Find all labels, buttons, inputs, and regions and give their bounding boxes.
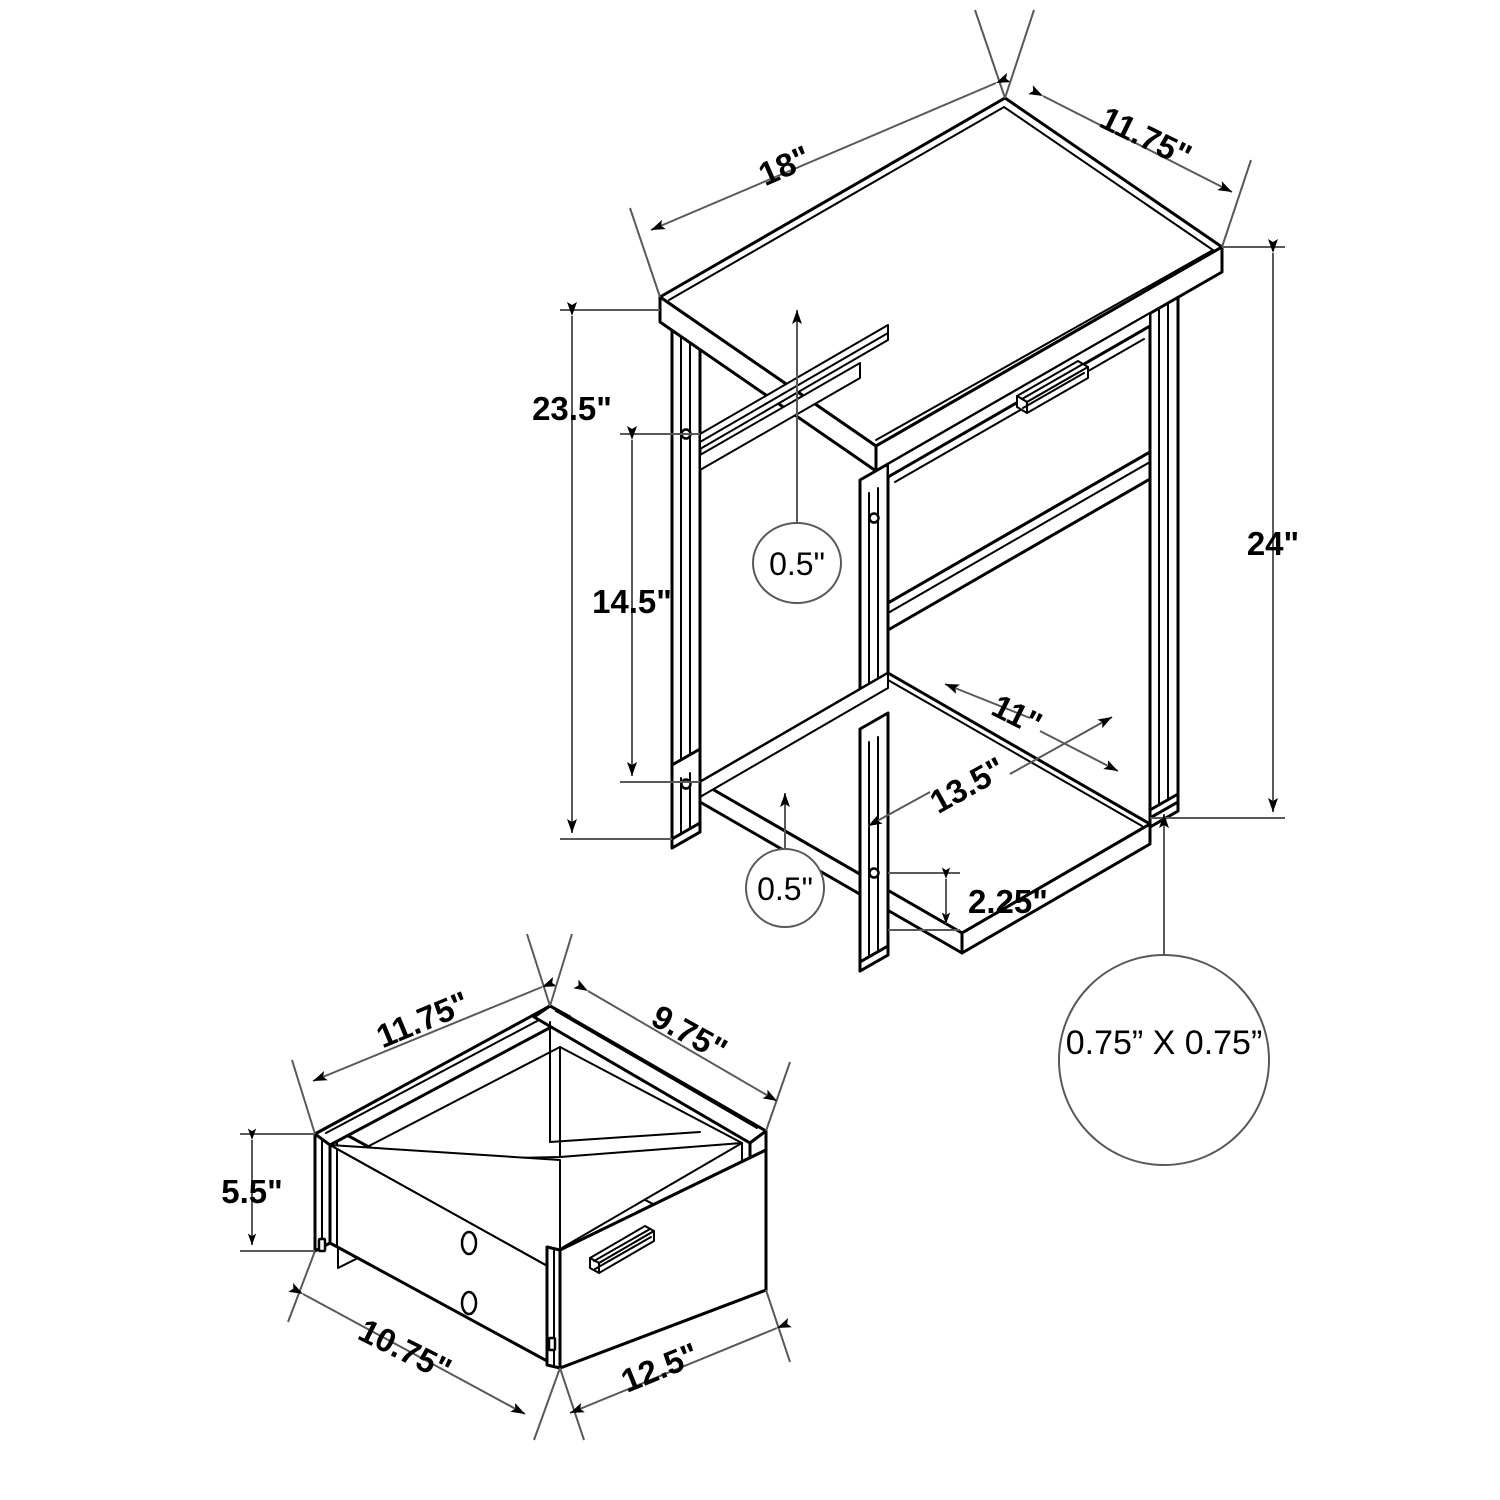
- dim-label-12-5: 12.5": [616, 1335, 704, 1399]
- leg-front-left-overlay: [858, 711, 890, 973]
- dim-label-11-75-drawer: 11.75": [371, 984, 474, 1055]
- drawer-pull-handle: [1016, 360, 1089, 414]
- dim-shelf-height-14-5: 14.5": [592, 426, 700, 783]
- balloon-label-leg-section: 0.75” X 0.75”: [1066, 1024, 1263, 1062]
- balloon-top-thickness: 0.5": [752, 310, 842, 604]
- balloon-leg-section: 0.75” X 0.75”: [1058, 814, 1270, 1166]
- drawer-front-panel: [886, 324, 1152, 632]
- balloon-shelf-thickness: 0.5": [745, 793, 825, 928]
- dim-label-18: 18": [753, 138, 816, 193]
- drawer-box-assembly: [313, 1004, 768, 1370]
- dim-label-11-75-top: 11.75": [1095, 99, 1198, 175]
- balloon-label-shelf-thickness: 0.5": [757, 871, 813, 907]
- dim-label-24: 24": [1247, 525, 1299, 562]
- side-rail-left-upper: [699, 324, 889, 450]
- dim-label-14-5: 14.5": [592, 583, 672, 620]
- drawer-pull-handle-detached: [589, 1225, 655, 1274]
- dim-shelf-clearance-2-25: 2.25": [888, 867, 1048, 931]
- leg-back-left-overlay: [670, 747, 702, 850]
- dim-label-2-25: 2.25": [968, 883, 1048, 920]
- dim-leg-height-23-5: 23.5": [532, 302, 672, 840]
- dim-label-23-5: 23.5": [532, 390, 612, 427]
- dim-label-5-5: 5.5": [221, 1173, 283, 1210]
- balloon-label-top-thickness: 0.5": [769, 546, 825, 582]
- lower-shelf-panel: [698, 671, 1152, 955]
- dim-drawer-height-5-5: 5.5": [221, 1128, 315, 1252]
- accent-table-assembly: [658, 96, 1224, 973]
- side-rail-left-upper-lower-edge: [699, 362, 861, 471]
- dim-label-9-75: 9.75": [646, 997, 734, 1068]
- dim-label-10-75: 10.75": [353, 1311, 457, 1388]
- dim-overall-height-24: 24": [1150, 239, 1299, 819]
- leg-back-right: [1148, 254, 1180, 829]
